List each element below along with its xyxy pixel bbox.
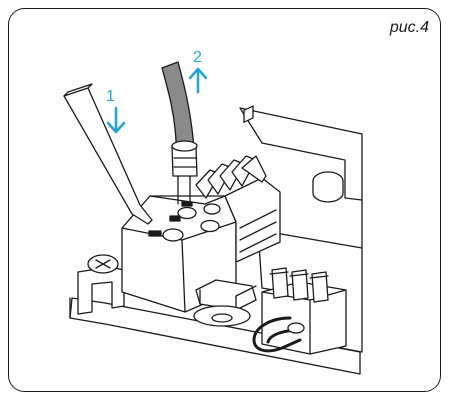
device-drawing <box>63 61 363 375</box>
bent-wire <box>252 316 302 353</box>
frame-border <box>8 8 441 392</box>
terminal-slot <box>181 201 193 207</box>
right-clamps <box>269 267 329 303</box>
terminal-hole <box>177 206 197 220</box>
callout-1 <box>106 106 126 134</box>
callout-2 <box>188 67 208 94</box>
figure-label: рис.4 <box>389 19 429 36</box>
callout-2-number: 2 <box>193 49 202 66</box>
screwdriver <box>63 87 153 225</box>
bracket <box>77 266 125 315</box>
arrow-up-icon <box>188 67 208 94</box>
terminal-hole <box>200 219 220 233</box>
terminal-hole <box>203 203 221 215</box>
terminal-slot <box>169 215 181 222</box>
terminal-hole <box>162 228 184 242</box>
callout-1-number: 1 <box>106 88 115 105</box>
connector-window <box>243 105 254 123</box>
arrow-down-icon <box>106 106 126 134</box>
spring-clamps <box>195 155 267 199</box>
circuit-board <box>239 107 363 201</box>
terminal-slot <box>148 230 162 237</box>
cable <box>161 61 195 149</box>
